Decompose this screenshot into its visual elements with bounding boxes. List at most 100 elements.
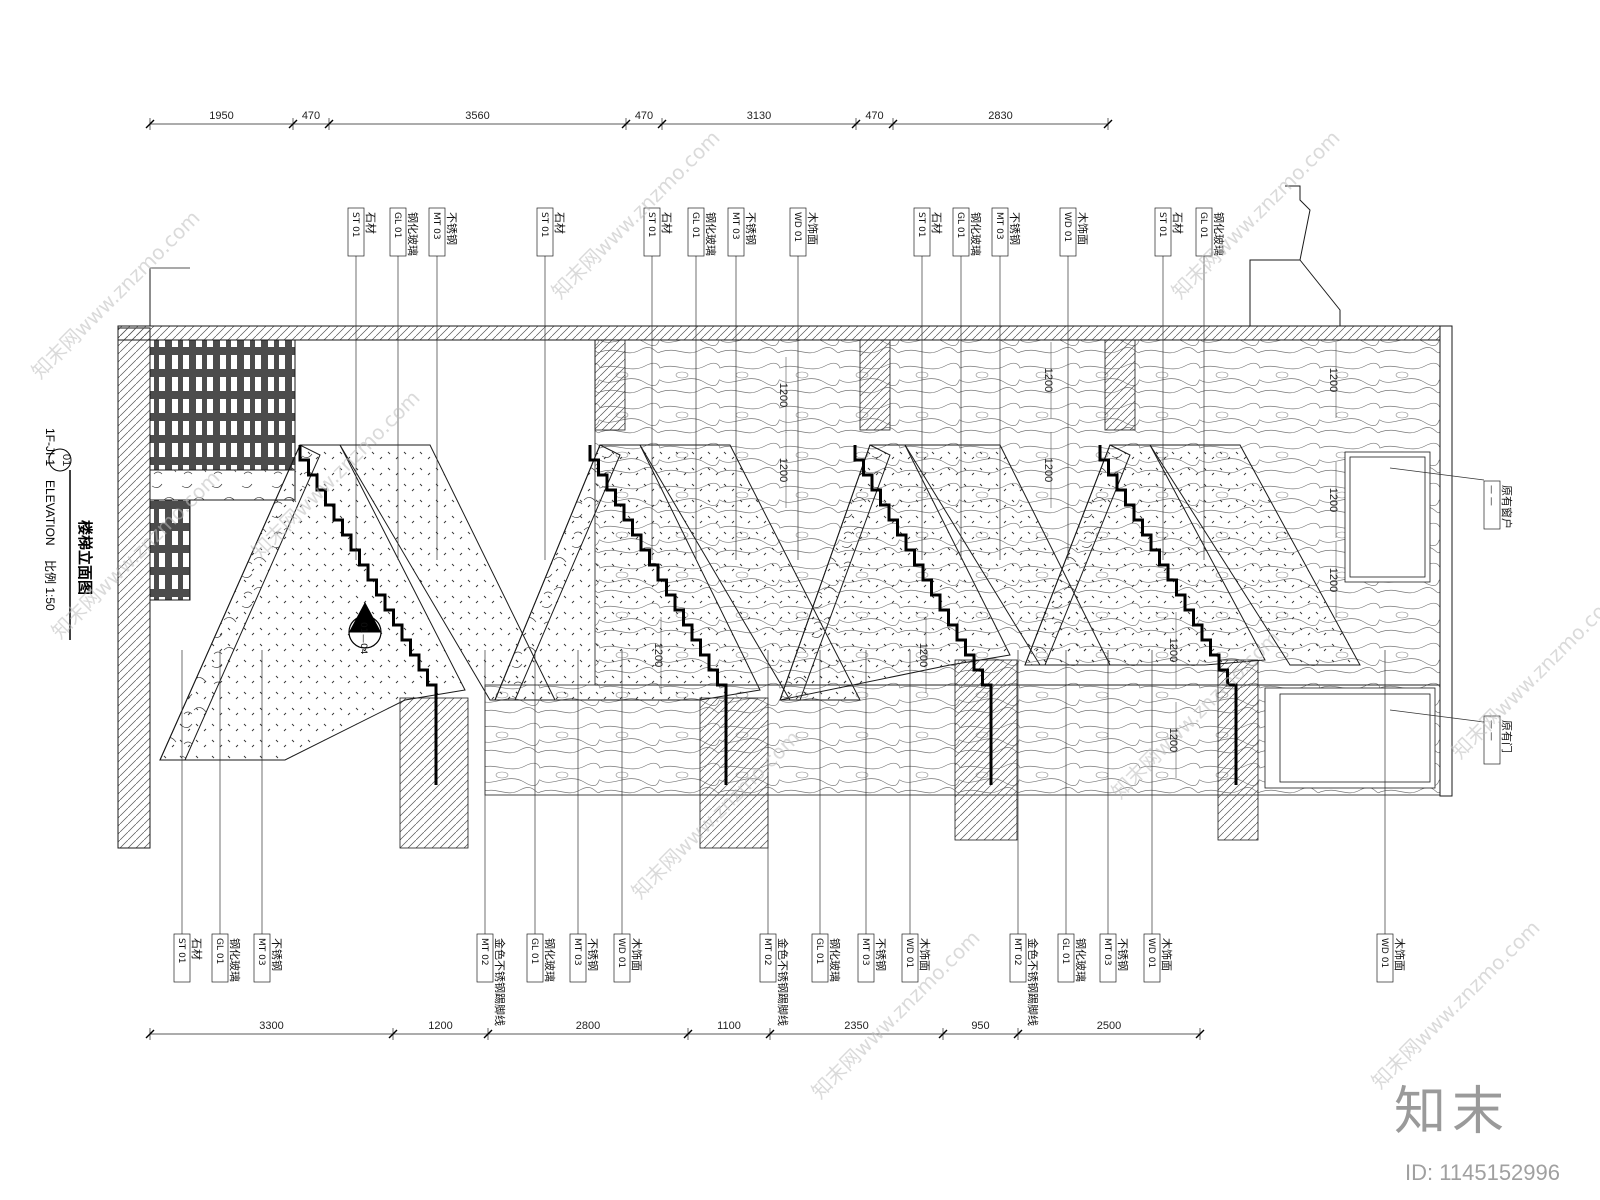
section-ref: —04: [358, 634, 368, 655]
tag-name: 钢化玻璃: [969, 212, 983, 256]
title-subtitle: ELEVATION: [43, 480, 57, 546]
tag-name: 金色不锈钢踢脚线: [1026, 938, 1040, 1026]
tag-box: [643, 207, 661, 257]
tag-box: [901, 933, 919, 983]
bottom-dimension-label: 1100: [717, 1020, 741, 1032]
tag-box: [727, 207, 745, 257]
bottom-dimension-label: 950: [971, 1020, 989, 1032]
tag-name: 钢化玻璃: [1074, 938, 1088, 982]
tag-name: 石材: [364, 212, 378, 234]
tag-box: [1143, 933, 1161, 983]
tag-box: [536, 207, 554, 257]
tag-code: MT 03: [256, 938, 266, 966]
tag-box: [347, 207, 365, 257]
tag-name: 石材: [190, 938, 204, 960]
inner-dimension-label: 1200: [777, 458, 789, 482]
tag-box: [1154, 207, 1172, 257]
tag-name: 钢化玻璃: [1212, 212, 1226, 256]
inner-dimension-label: 1200: [1167, 638, 1179, 662]
title-circle: [48, 448, 72, 472]
tag-box: [613, 933, 631, 983]
tag-name: 木饰面: [1160, 938, 1174, 971]
tag-code: ST 01: [916, 212, 926, 238]
tag-name: 不锈钢: [744, 212, 757, 245]
inner-dimension-label: 1200: [1042, 458, 1054, 482]
bottom-dimension-label: 2800: [576, 1020, 600, 1032]
tag-name: 木饰面: [1393, 938, 1407, 971]
tag-name: 金色不锈钢踢脚线: [493, 938, 507, 1026]
inner-dimension-label: 1200: [1042, 368, 1054, 392]
inner-dimension-label: 1200: [1327, 488, 1339, 512]
section-num: 01: [358, 622, 368, 633]
tag-name: 原有门: [1500, 720, 1514, 753]
step-profiles: [298, 445, 1238, 785]
inner-dimension-label: 1200: [652, 643, 664, 667]
tag-box: [428, 207, 446, 257]
watermark-text: 知末网www.znzmo.com: [1447, 586, 1600, 764]
tag-box: [952, 207, 970, 257]
tag-code: WD 01: [1062, 212, 1072, 242]
tag-name: 钢化玻璃: [228, 938, 242, 982]
tag-box: [857, 933, 875, 983]
tag-name: 不锈钢: [1116, 938, 1129, 971]
tag-box: [991, 207, 1009, 257]
tag-name: 不锈钢: [874, 938, 887, 971]
tag-code: MT 03: [994, 212, 1004, 240]
tag-name: 金色不锈钢踢脚线: [776, 938, 790, 1026]
inner-dimension-label: 1200: [1327, 568, 1339, 592]
title-drawing-no: 01: [60, 454, 72, 466]
tag-box: [913, 207, 931, 257]
tag-code: GL 01: [529, 938, 539, 964]
tag-box: [1099, 933, 1117, 983]
tag-name: 木饰面: [1076, 212, 1090, 245]
tag-code: MT 02: [1012, 938, 1022, 966]
tag-box: [1057, 933, 1075, 983]
hatched-blocks: [399, 339, 1259, 849]
inner-dimension-label: 1200: [1327, 368, 1339, 392]
tag-name: 木饰面: [630, 938, 644, 971]
top-dimension-label: 470: [865, 110, 883, 122]
inner-dimension-label: 1200: [917, 643, 929, 667]
tag-code: MT 02: [479, 938, 489, 966]
tag-box: [253, 933, 271, 983]
tag-code: GL 01: [214, 938, 224, 964]
tag-box: [1195, 207, 1213, 257]
tag-code: WD 01: [792, 212, 802, 242]
tag-name: 木饰面: [806, 212, 820, 245]
top-dimension-label: 3560: [465, 110, 489, 122]
tag-code: WD 01: [1146, 938, 1156, 968]
tag-code: ST 01: [350, 212, 360, 238]
tag-name: 钢化玻璃: [406, 212, 420, 256]
title-scale: 比例 1:50: [43, 560, 57, 611]
leader-lines: [181, 256, 1485, 934]
top-dimension-label: 470: [302, 110, 320, 122]
tag-box: [476, 933, 494, 983]
bottom-material-tags: ST 01 石材 GL 01 钢化玻璃 MT 03 不锈钢 MT 02 金色不锈钢踢脚线 GL …: [173, 933, 1407, 1026]
tag-code: ST 01: [539, 212, 549, 238]
tag-box: [526, 933, 544, 983]
step-profile-line: [298, 445, 438, 785]
tag-code: ST 01: [176, 938, 186, 964]
inner-dimensions: 1200 1200 1200 1200 1200 1200 1200 1200 1200 1200…: [652, 342, 1339, 778]
tag-box: [173, 933, 191, 983]
tag-name: 不锈钢: [1008, 212, 1021, 245]
tag-code: WD 01: [1379, 938, 1389, 968]
tag-name: 不锈钢: [586, 938, 599, 971]
tag-code: ST 01: [646, 212, 656, 238]
tag-code: GL 01: [392, 212, 402, 238]
tag-code: — —: [1486, 720, 1496, 741]
right-existing-tags: — —原有窗户— —原有门: [1483, 480, 1514, 765]
tag-box: [389, 207, 407, 257]
inner-dimension-label: 1200: [1167, 728, 1179, 752]
bottom-dimension-label: 3300: [259, 1020, 283, 1032]
tag-box: [211, 933, 229, 983]
tag-name: 钢化玻璃: [543, 938, 557, 982]
tag-code: MT 03: [572, 938, 582, 966]
tag-box: [1483, 715, 1501, 765]
tag-box: [789, 207, 807, 257]
tag-code: GL 01: [814, 938, 824, 964]
